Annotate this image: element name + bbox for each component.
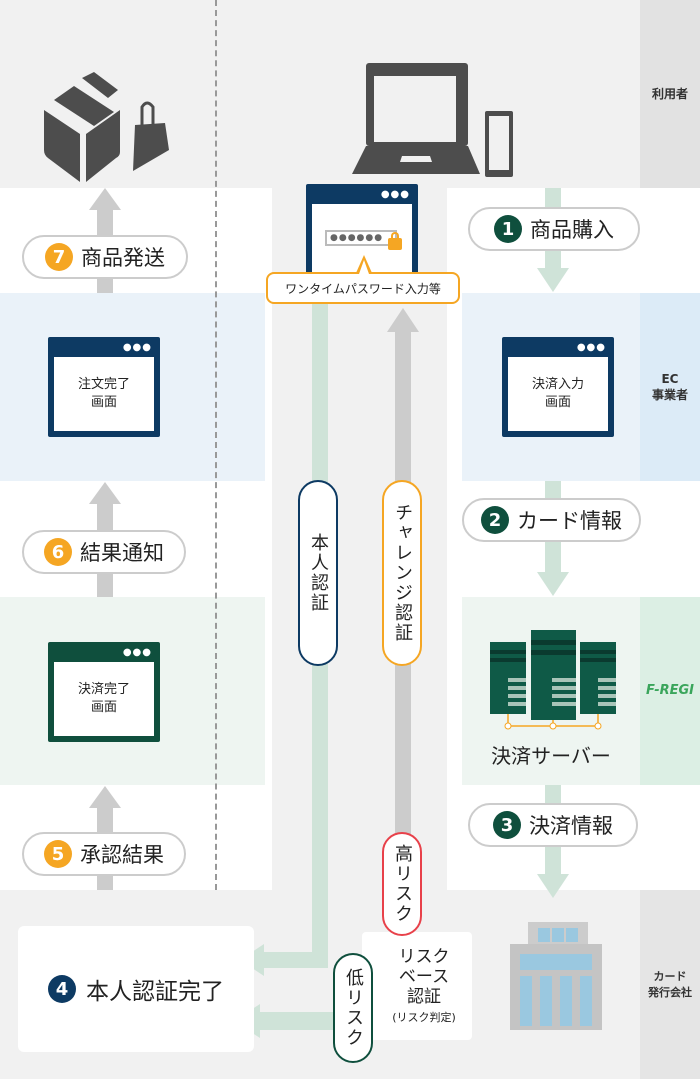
arrow-down-1-head: [537, 268, 569, 292]
step-label: 商品発送: [81, 246, 165, 270]
step-5-approval: 5 承認結果: [22, 832, 186, 876]
identity-auth-pill: 本人認証: [298, 480, 338, 666]
step-label: 承認結果: [80, 843, 164, 867]
laptop-icon: [352, 63, 480, 174]
lane-label-bg-user: [640, 0, 700, 188]
risk-based-auth-label: リスク ベース 認証: [398, 947, 450, 1007]
server-label: 決済サーバー: [491, 744, 611, 768]
payment-server-icon: [490, 630, 616, 730]
lane-label-ec: EC 事業者: [651, 372, 688, 402]
arrow-down-2-head: [537, 572, 569, 596]
step-label: 結果通知: [80, 541, 164, 565]
risk-judgement-label: (リスク判定): [392, 1011, 456, 1024]
lane-label-issuer: カード 発行会社: [648, 969, 692, 999]
step-number: 1: [494, 215, 522, 243]
window-dots-icon: ●●●: [576, 342, 606, 353]
step-number: 2: [481, 506, 509, 534]
high-risk-pill: 高リスク: [382, 832, 422, 936]
ec-lane-label-bg: [640, 293, 700, 481]
order-complete-screen: ●●● 注文完了 画面: [48, 337, 160, 437]
step-4-auth-complete: 4 本人認証完了: [18, 926, 254, 1052]
arrow-up-5-head: [89, 786, 121, 808]
step-number: 7: [45, 243, 73, 271]
password-field-icon: ●●●●●●: [325, 230, 397, 246]
payment-complete-text: 決済完了 画面: [54, 662, 154, 736]
identity-auth-turn: [262, 952, 328, 968]
payment-complete-screen: ●●● 決済完了 画面: [48, 642, 160, 742]
step-6-result-notice: 6 結果通知: [22, 530, 186, 574]
smartphone-icon: [485, 111, 513, 177]
window-dots-icon: ●●●: [122, 342, 152, 353]
step-label: 決済情報: [529, 814, 613, 838]
arrow-up-7-head: [89, 188, 121, 210]
step-number: 4: [48, 975, 76, 1003]
step-label: 商品購入: [530, 218, 614, 242]
otp-callout-tail-inner: [359, 260, 369, 274]
row-white-1-label: [640, 188, 700, 293]
step-number: 6: [44, 538, 72, 566]
lock-shackle-icon: [391, 232, 399, 240]
lane-label-user: 利用者: [651, 87, 688, 101]
otp-callout: ワンタイムパスワード入力等: [266, 272, 460, 304]
challenge-auth-pill: チャレンジ認証: [382, 480, 422, 666]
step-1-purchase: 1 商品購入: [468, 207, 640, 251]
payment-input-screen: ●●● 決済入力 画面: [502, 337, 614, 437]
step-3-payment-info: 3 決済情報: [468, 803, 638, 847]
shopping-bag-icon: [133, 101, 169, 171]
step-number: 5: [44, 840, 72, 868]
low-risk-pill: 低リスク: [333, 953, 373, 1063]
dashed-divider: [215, 0, 217, 890]
arrow-up-6-head: [89, 482, 121, 504]
step-number: 3: [493, 811, 521, 839]
package-icon: [44, 72, 120, 182]
lock-icon: [388, 238, 402, 250]
card-issuer-building-icon: [510, 922, 602, 1030]
issuer-label-bg: [640, 890, 700, 1079]
step-2-card-info: 2 カード情報: [462, 498, 641, 542]
arrow-down-3-head: [537, 874, 569, 898]
step-label: 本人認証完了: [86, 979, 224, 1005]
window-dots-icon: ●●●: [380, 189, 410, 200]
fregi-lane-label-bg: [640, 597, 700, 785]
challenge-arrow-head: [387, 308, 419, 332]
risk-based-auth-box: リスク ベース 認証 (リスク判定): [362, 932, 472, 1040]
window-dots-icon: ●●●: [122, 647, 152, 658]
payment-input-text: 決済入力 画面: [508, 357, 608, 431]
step-7-shipping: 7 商品発送: [22, 235, 188, 279]
step-label: カード情報: [517, 509, 622, 533]
fregi-logo: F-REGI: [645, 683, 695, 698]
order-complete-text: 注文完了 画面: [54, 357, 154, 431]
